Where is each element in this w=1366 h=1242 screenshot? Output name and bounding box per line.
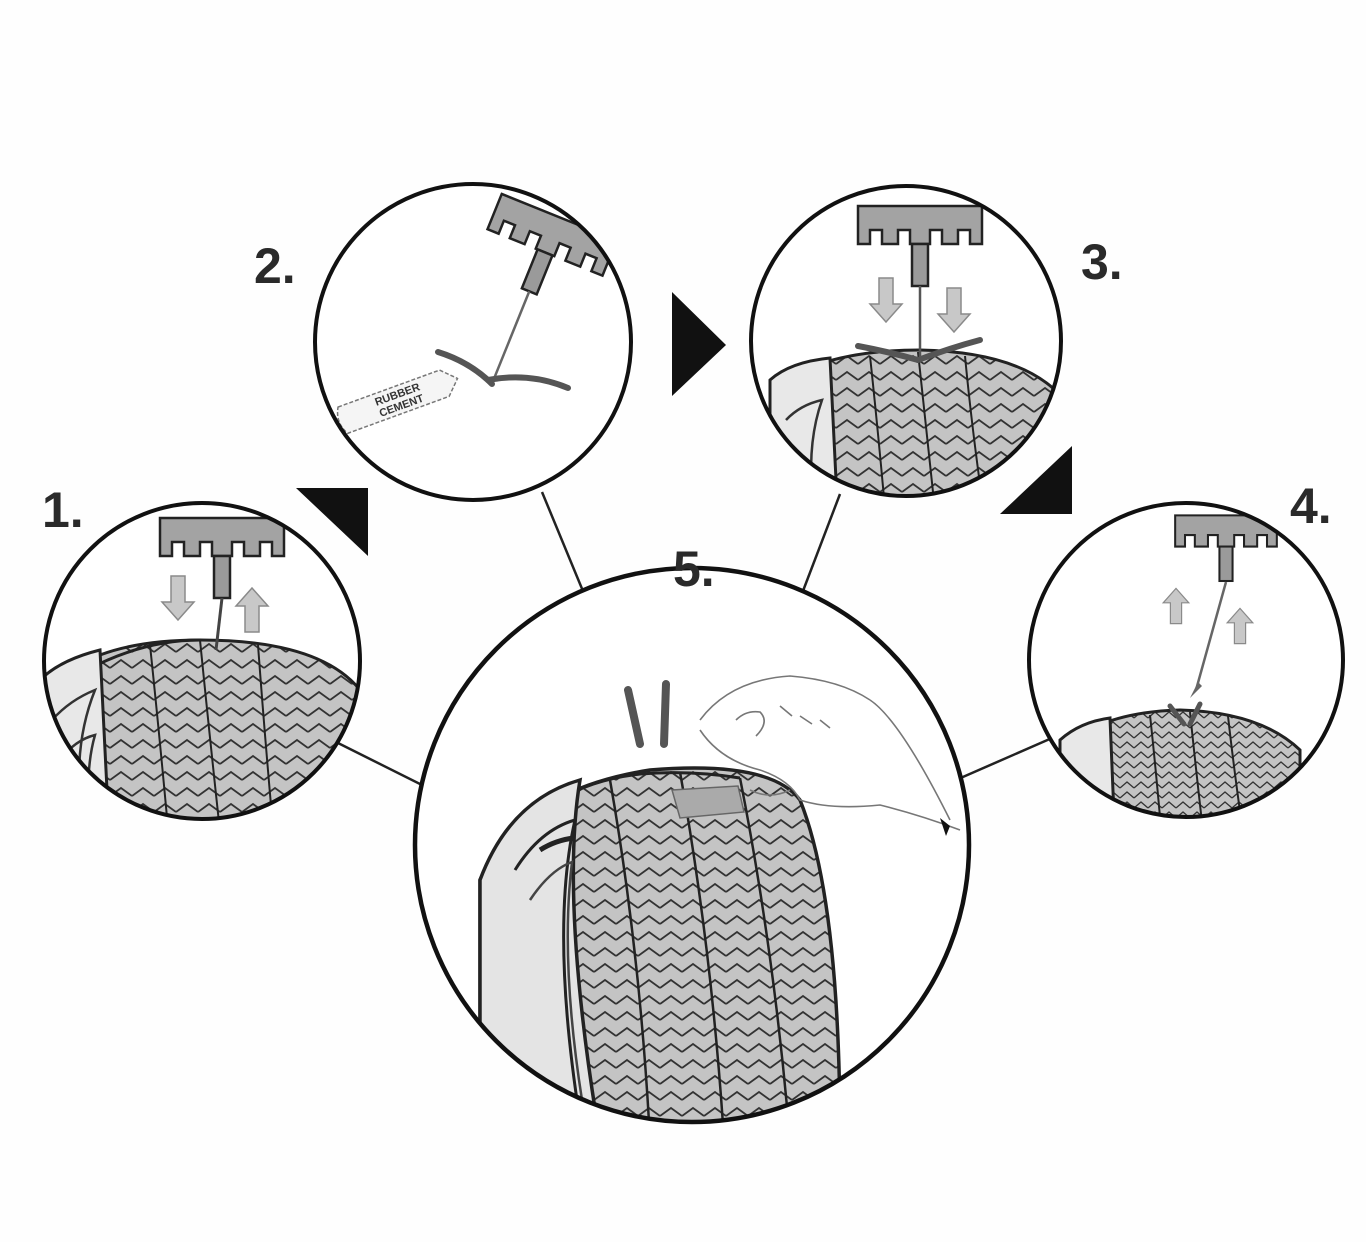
connector-1 (335, 740, 433, 792)
plug-strip-icon (1167, 701, 1203, 727)
step-4-panel (1027, 501, 1345, 819)
rubber-cement-tube-icon: RUBBER CEMENT (336, 369, 459, 435)
hand-icon (699, 675, 961, 831)
step-2-circle (315, 184, 631, 500)
step-2-label: 2. (254, 238, 296, 294)
direction-arrows (296, 292, 1072, 556)
tire-icon (478, 766, 842, 1122)
direction-arrow-icon (296, 488, 368, 556)
plug-strip-icon (855, 337, 983, 363)
t-handle-tool-icon (1174, 514, 1278, 698)
step-3-panel (749, 184, 1063, 498)
connector-4 (955, 736, 1053, 782)
step-4-label: 4. (1290, 478, 1332, 534)
step-3-label: 3. (1081, 234, 1123, 290)
t-handle-tool-icon (470, 192, 618, 385)
plug-strip-icon (624, 680, 745, 819)
step-5-panel (412, 565, 972, 1125)
t-handle-tool-icon (158, 516, 286, 651)
t-handle-tool-icon (856, 204, 984, 356)
direction-arrow-icon (672, 292, 726, 396)
direction-arrow-icon (1000, 446, 1072, 514)
plug-strip-icon (435, 349, 571, 391)
step-5-label: 5. (673, 541, 715, 597)
step-2-panel: RUBBER CEMENT (313, 182, 633, 502)
scissor-pointer (940, 818, 950, 836)
step-1-panel (42, 501, 362, 821)
tire-icon (1058, 708, 1302, 817)
step-1-label: 1. (42, 482, 84, 538)
